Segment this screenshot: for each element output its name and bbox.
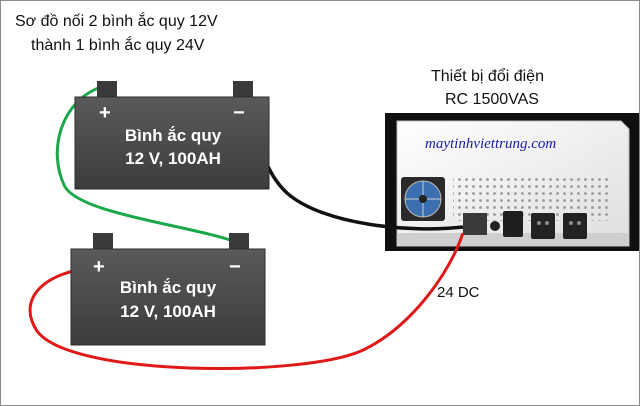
device-label-line-1: Thiết bị đổi điện	[431, 67, 544, 85]
battery-bottom-minus-sign: −	[229, 256, 241, 278]
title-line-2: thành 1 bình ắc quy 24V	[31, 35, 205, 54]
inverter-device: maytinhviettrung.com	[385, 113, 639, 251]
green-wire	[55, 85, 240, 245]
battery-top-minus-terminal	[233, 81, 253, 99]
title-line-1: Sơ đồ nối 2 bình ắc quy 12V	[15, 11, 218, 30]
battery-top-minus-sign: −	[233, 102, 245, 124]
battery-bottom-plus-sign: +	[93, 256, 105, 278]
device-watermark: maytinhviettrung.com	[425, 136, 556, 152]
battery-bottom-label-line-1: Bình ắc quy	[120, 278, 217, 297]
battery-top-body	[74, 96, 270, 190]
battery-top-plus-sign: +	[99, 102, 111, 124]
power-switch-icon	[490, 221, 500, 231]
battery-top: + − Bình ắc quy 12 V, 100AH	[74, 81, 270, 190]
power-connector-icon	[503, 211, 523, 237]
ac-outlet-icon	[563, 213, 587, 239]
battery-bottom-minus-terminal	[229, 233, 249, 251]
battery-top-label-line-1: Bình ắc quy	[125, 126, 222, 145]
dc-input-terminal	[463, 213, 487, 235]
battery-bottom: + − Bình ắc quy 12 V, 100AH	[70, 233, 266, 346]
dc-voltage-label: 24 DC	[437, 284, 480, 301]
ac-outlet-icon	[531, 213, 555, 239]
fan-icon	[401, 177, 445, 221]
battery-bottom-plus-terminal	[93, 233, 113, 251]
battery-bottom-body	[70, 248, 266, 346]
battery-top-label-line-2: 12 V, 100AH	[125, 149, 221, 168]
red-wire	[28, 232, 465, 371]
device-label-line-2: RC 1500VAS	[445, 91, 539, 108]
battery-top-plus-terminal	[97, 81, 117, 99]
battery-bottom-label-line-2: 12 V, 100AH	[120, 302, 216, 321]
